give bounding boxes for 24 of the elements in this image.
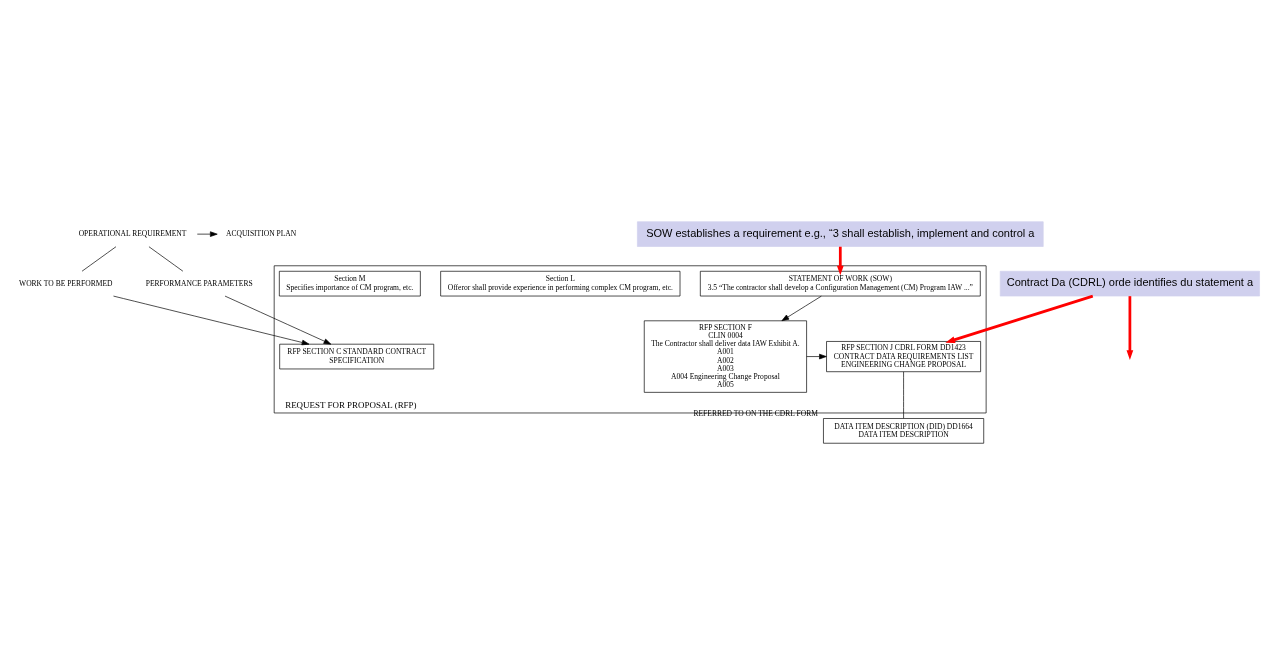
arrow <box>113 295 310 345</box>
arrow <box>224 295 332 344</box>
node-text: ACQUISITION PLAN <box>225 228 297 238</box>
node-text: PERFORMANCE PARAMETERS <box>145 278 253 288</box>
node-box: Section M Specifies importance of CM program, etc. <box>279 270 421 296</box>
node-box: DATA ITEM DESCRIPTION (DID) DD1664 DATA ITEM DESCRIPTION <box>823 417 985 444</box>
node-box: SOW establishes a requirement e.g., “3 shall establish, implement and control a <box>637 220 1044 247</box>
node-box: RFP SECTION F CLIN 0004 The Contractor shall deliver data IAW Exhibit A. A001 A002 A003 A004 Engineering Change Proposal A005 <box>643 319 807 393</box>
connector <box>903 371 904 419</box>
connector <box>148 245 184 272</box>
node-box: Section L Offeror shall provide experience in performing complex CM program, etc. <box>440 270 681 296</box>
arrow <box>836 246 844 275</box>
arrow <box>1126 295 1134 360</box>
arrow <box>806 353 827 359</box>
arrow <box>781 295 822 321</box>
node-box: RFP SECTION J CDRL FORM DD1423 CONTRACT DATA REQUIREMENTS LIST ENGINEERING CHANGE PROPOSAL <box>826 340 981 372</box>
node-text: OPERATIONAL REQUIREMENT <box>78 228 187 238</box>
node-box: STATEMENT OF WORK (SOW) 3.5 “The contractor shall develop a Configuration Management (CM) Program IAW ...” <box>699 270 981 296</box>
connector <box>81 245 117 272</box>
arrow <box>196 230 218 237</box>
node-box: RFP SECTION C STANDARD CONTRACT SPECIFICATION <box>279 343 435 369</box>
node-box: Contract Da (CDRL) orde identifies du statement a <box>999 270 1260 296</box>
arrow <box>945 294 1094 343</box>
node-text: WORK TO BE PERFORMED <box>19 278 113 288</box>
